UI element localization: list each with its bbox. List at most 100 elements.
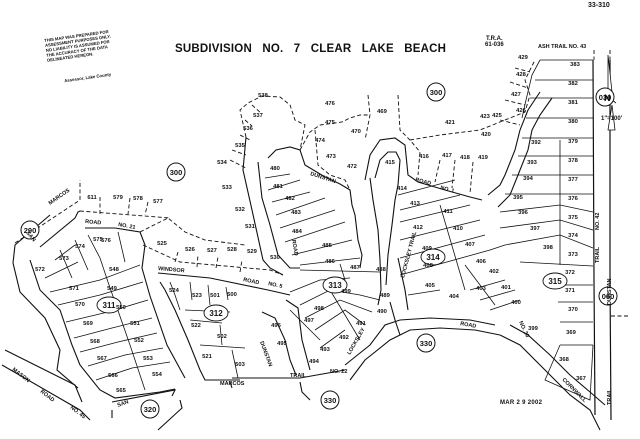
parcel-number[interactable]: 421 <box>445 120 455 126</box>
parcel-number[interactable]: 548 <box>109 267 119 273</box>
parcel-number[interactable]: 502 <box>217 334 227 340</box>
parcel-number[interactable]: 405 <box>425 283 435 289</box>
parcel-number[interactable]: 400 <box>511 300 521 306</box>
parcel-number[interactable]: 569 <box>83 321 93 327</box>
parcel-number[interactable]: 414 <box>397 186 407 192</box>
parcel-number[interactable]: 549 <box>107 286 117 292</box>
parcel-number[interactable]: 370 <box>568 307 578 313</box>
parcel-number[interactable]: 429 <box>518 55 528 61</box>
parcel-number[interactable]: 503 <box>235 362 245 368</box>
parcel-number[interactable]: 527 <box>207 248 217 254</box>
parcel-number[interactable]: 501 <box>210 293 220 299</box>
parcel-number[interactable]: 380 <box>568 119 578 125</box>
parcel-number[interactable]: 415 <box>385 160 395 166</box>
parcel-number[interactable]: 472 <box>347 164 357 170</box>
parcel-number[interactable]: 372 <box>565 270 575 276</box>
parcel-number[interactable]: 521 <box>202 354 212 360</box>
parcel-number[interactable]: 420 <box>481 132 491 138</box>
parcel-number[interactable]: 378 <box>568 158 578 164</box>
parcel-number[interactable]: 404 <box>449 294 459 300</box>
parcel-number[interactable]: 403 <box>476 286 486 292</box>
parcel-number[interactable]: 575 <box>93 237 103 243</box>
parcel-number[interactable]: 368 <box>559 357 569 363</box>
parcel-number[interactable]: 417 <box>442 153 452 159</box>
parcel-number[interactable]: 402 <box>489 269 499 275</box>
parcel-number[interactable]: 570 <box>75 302 85 308</box>
parcel-number[interactable]: 470 <box>351 129 361 135</box>
parcel-number[interactable]: 522 <box>191 323 201 329</box>
parcel-number[interactable]: 408 <box>423 263 433 269</box>
parcel-number[interactable]: 497 <box>304 318 314 324</box>
parcel-number[interactable]: 536 <box>243 126 253 132</box>
parcel-number[interactable]: 533 <box>222 185 232 191</box>
parcel-number[interactable]: 407 <box>465 242 475 248</box>
parcel-number[interactable]: 498 <box>314 306 324 312</box>
parcel-number[interactable]: 427 <box>511 92 521 98</box>
parcel-number[interactable]: 553 <box>143 356 153 362</box>
parcel-number[interactable]: 554 <box>152 372 162 378</box>
parcel-number[interactable]: 382 <box>568 81 578 87</box>
parcel-number[interactable]: 481 <box>273 184 283 190</box>
parcel-number[interactable]: 523 <box>192 293 202 299</box>
parcel-number[interactable]: 487 <box>350 265 360 271</box>
parcel-number[interactable]: 491 <box>356 321 366 327</box>
parcel-number[interactable]: 381 <box>568 100 578 106</box>
parcel-number[interactable]: 550 <box>116 305 126 311</box>
parcel-number[interactable]: 530 <box>270 255 280 261</box>
parcel-number[interactable]: 538 <box>258 93 268 99</box>
parcel-number[interactable]: 397 <box>530 226 540 232</box>
parcel-number[interactable]: 416 <box>419 154 429 160</box>
parcel-number[interactable]: 574 <box>75 244 85 250</box>
parcel-number[interactable]: 392 <box>531 140 541 146</box>
parcel-number[interactable]: 535 <box>235 143 245 149</box>
parcel-number[interactable]: 406 <box>476 259 486 265</box>
parcel-number[interactable]: 377 <box>568 177 578 183</box>
parcel-number[interactable]: 371 <box>565 288 575 294</box>
parcel-number[interactable]: 532 <box>235 207 245 213</box>
parcel-number[interactable]: 572 <box>35 267 45 273</box>
parcel-number[interactable]: 469 <box>377 109 387 115</box>
parcel-number[interactable]: 475 <box>325 120 335 126</box>
parcel-number[interactable]: 576 <box>101 238 111 244</box>
parcel-number[interactable]: 394 <box>523 176 533 182</box>
parcel-number[interactable]: 578 <box>133 196 143 202</box>
parcel-number[interactable]: 428 <box>516 72 526 78</box>
parcel-number[interactable]: 492 <box>339 335 349 341</box>
parcel-number[interactable]: 490 <box>377 309 387 315</box>
parcel-number[interactable]: 496 <box>271 323 281 329</box>
parcel-number[interactable]: 483 <box>291 210 301 216</box>
parcel-number[interactable]: 482 <box>285 196 295 202</box>
parcel-number[interactable]: 499 <box>341 289 351 295</box>
parcel-number[interactable]: 412 <box>413 225 423 231</box>
parcel-number[interactable]: 486 <box>325 259 335 265</box>
parcel-number[interactable]: 567 <box>97 356 107 362</box>
parcel-number[interactable]: 579 <box>113 195 123 201</box>
parcel-number[interactable]: 379 <box>568 139 578 145</box>
parcel-number[interactable]: 425 <box>492 113 502 119</box>
parcel-number[interactable]: 551 <box>130 321 140 327</box>
parcel-number[interactable]: 396 <box>518 210 528 216</box>
parcel-number[interactable]: 410 <box>453 226 463 232</box>
parcel-number[interactable]: 500 <box>227 292 237 298</box>
parcel-number[interactable]: 413 <box>410 201 420 207</box>
parcel-number[interactable]: 367 <box>576 376 586 382</box>
parcel-number[interactable]: 418 <box>460 155 470 161</box>
parcel-number[interactable]: 409 <box>422 246 432 252</box>
parcel-number[interactable]: 489 <box>380 293 390 299</box>
parcel-number[interactable]: 485 <box>322 243 332 249</box>
parcel-number[interactable]: 484 <box>292 229 302 235</box>
parcel-number[interactable]: 376 <box>568 196 578 202</box>
parcel-number[interactable]: 573 <box>59 256 69 262</box>
parcel-number[interactable]: 493 <box>320 347 330 353</box>
parcel-number[interactable]: 476 <box>325 101 335 107</box>
parcel-number[interactable]: 426 <box>516 108 526 114</box>
parcel-number[interactable]: 537 <box>253 113 263 119</box>
parcel-number[interactable]: 571 <box>69 286 79 292</box>
parcel-number[interactable]: 552 <box>134 338 144 344</box>
parcel-number[interactable]: 399 <box>528 326 538 332</box>
parcel-number[interactable]: 423 <box>480 114 490 120</box>
parcel-number[interactable]: 531 <box>245 224 255 230</box>
parcel-number[interactable]: 383 <box>570 62 580 68</box>
parcel-number[interactable]: 534 <box>217 160 227 166</box>
parcel-number[interactable]: 526 <box>185 247 195 253</box>
